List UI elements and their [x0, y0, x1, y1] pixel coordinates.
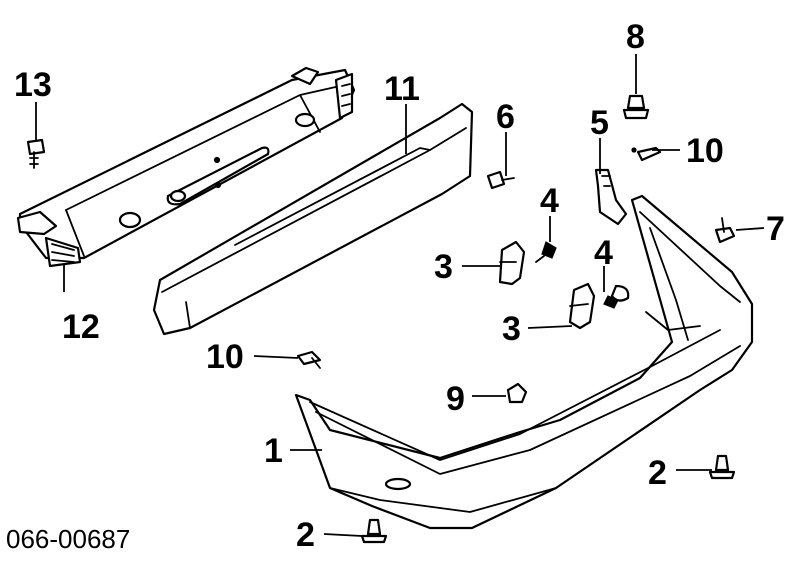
callout-7: 7 [766, 210, 785, 248]
callout-3-lower: 3 [502, 310, 521, 348]
callout-6: 6 [496, 98, 515, 136]
fastener [506, 382, 528, 404]
bolt [486, 170, 515, 190]
energy-absorber [152, 102, 474, 336]
callout-5: 5 [590, 104, 609, 142]
callout-12: 12 [62, 308, 100, 346]
callout-10-left: 10 [206, 338, 244, 376]
side-bracket [594, 168, 628, 226]
callout-9: 9 [446, 380, 465, 418]
bracket-screw-upper [535, 241, 557, 263]
push-clip-bottom [360, 518, 388, 544]
reinforcement-beam [16, 66, 356, 268]
push-rivet [622, 94, 650, 120]
bumper-bracket-upper [498, 240, 526, 286]
callout-2-bottom: 2 [296, 516, 315, 554]
beam-bolt [26, 138, 46, 169]
callout-2-right: 2 [648, 454, 667, 492]
retainer-clip-right [714, 217, 736, 244]
callout-1: 1 [264, 432, 283, 470]
bracket-screw-lower [603, 284, 630, 309]
diagram-reference-number: 066-00687 [6, 524, 130, 554]
callout-3-upper: 3 [434, 248, 453, 286]
callout-4-lower: 4 [594, 234, 613, 272]
clip-upper-right [631, 146, 662, 162]
bumper-cover [294, 194, 754, 530]
callout-13: 13 [14, 66, 52, 104]
clip-left [296, 350, 322, 369]
push-clip-right [708, 454, 736, 480]
callout-4-upper: 4 [540, 182, 559, 220]
bumper-bracket-lower [568, 282, 596, 330]
callout-10-upper: 10 [686, 132, 724, 170]
leader-lines [35, 54, 765, 537]
callout-8: 8 [626, 18, 645, 56]
callout-labels: 13 12 11 6 8 5 10 4 7 3 4 3 10 9 1 2 2 [14, 18, 785, 554]
callout-11: 11 [384, 70, 420, 108]
